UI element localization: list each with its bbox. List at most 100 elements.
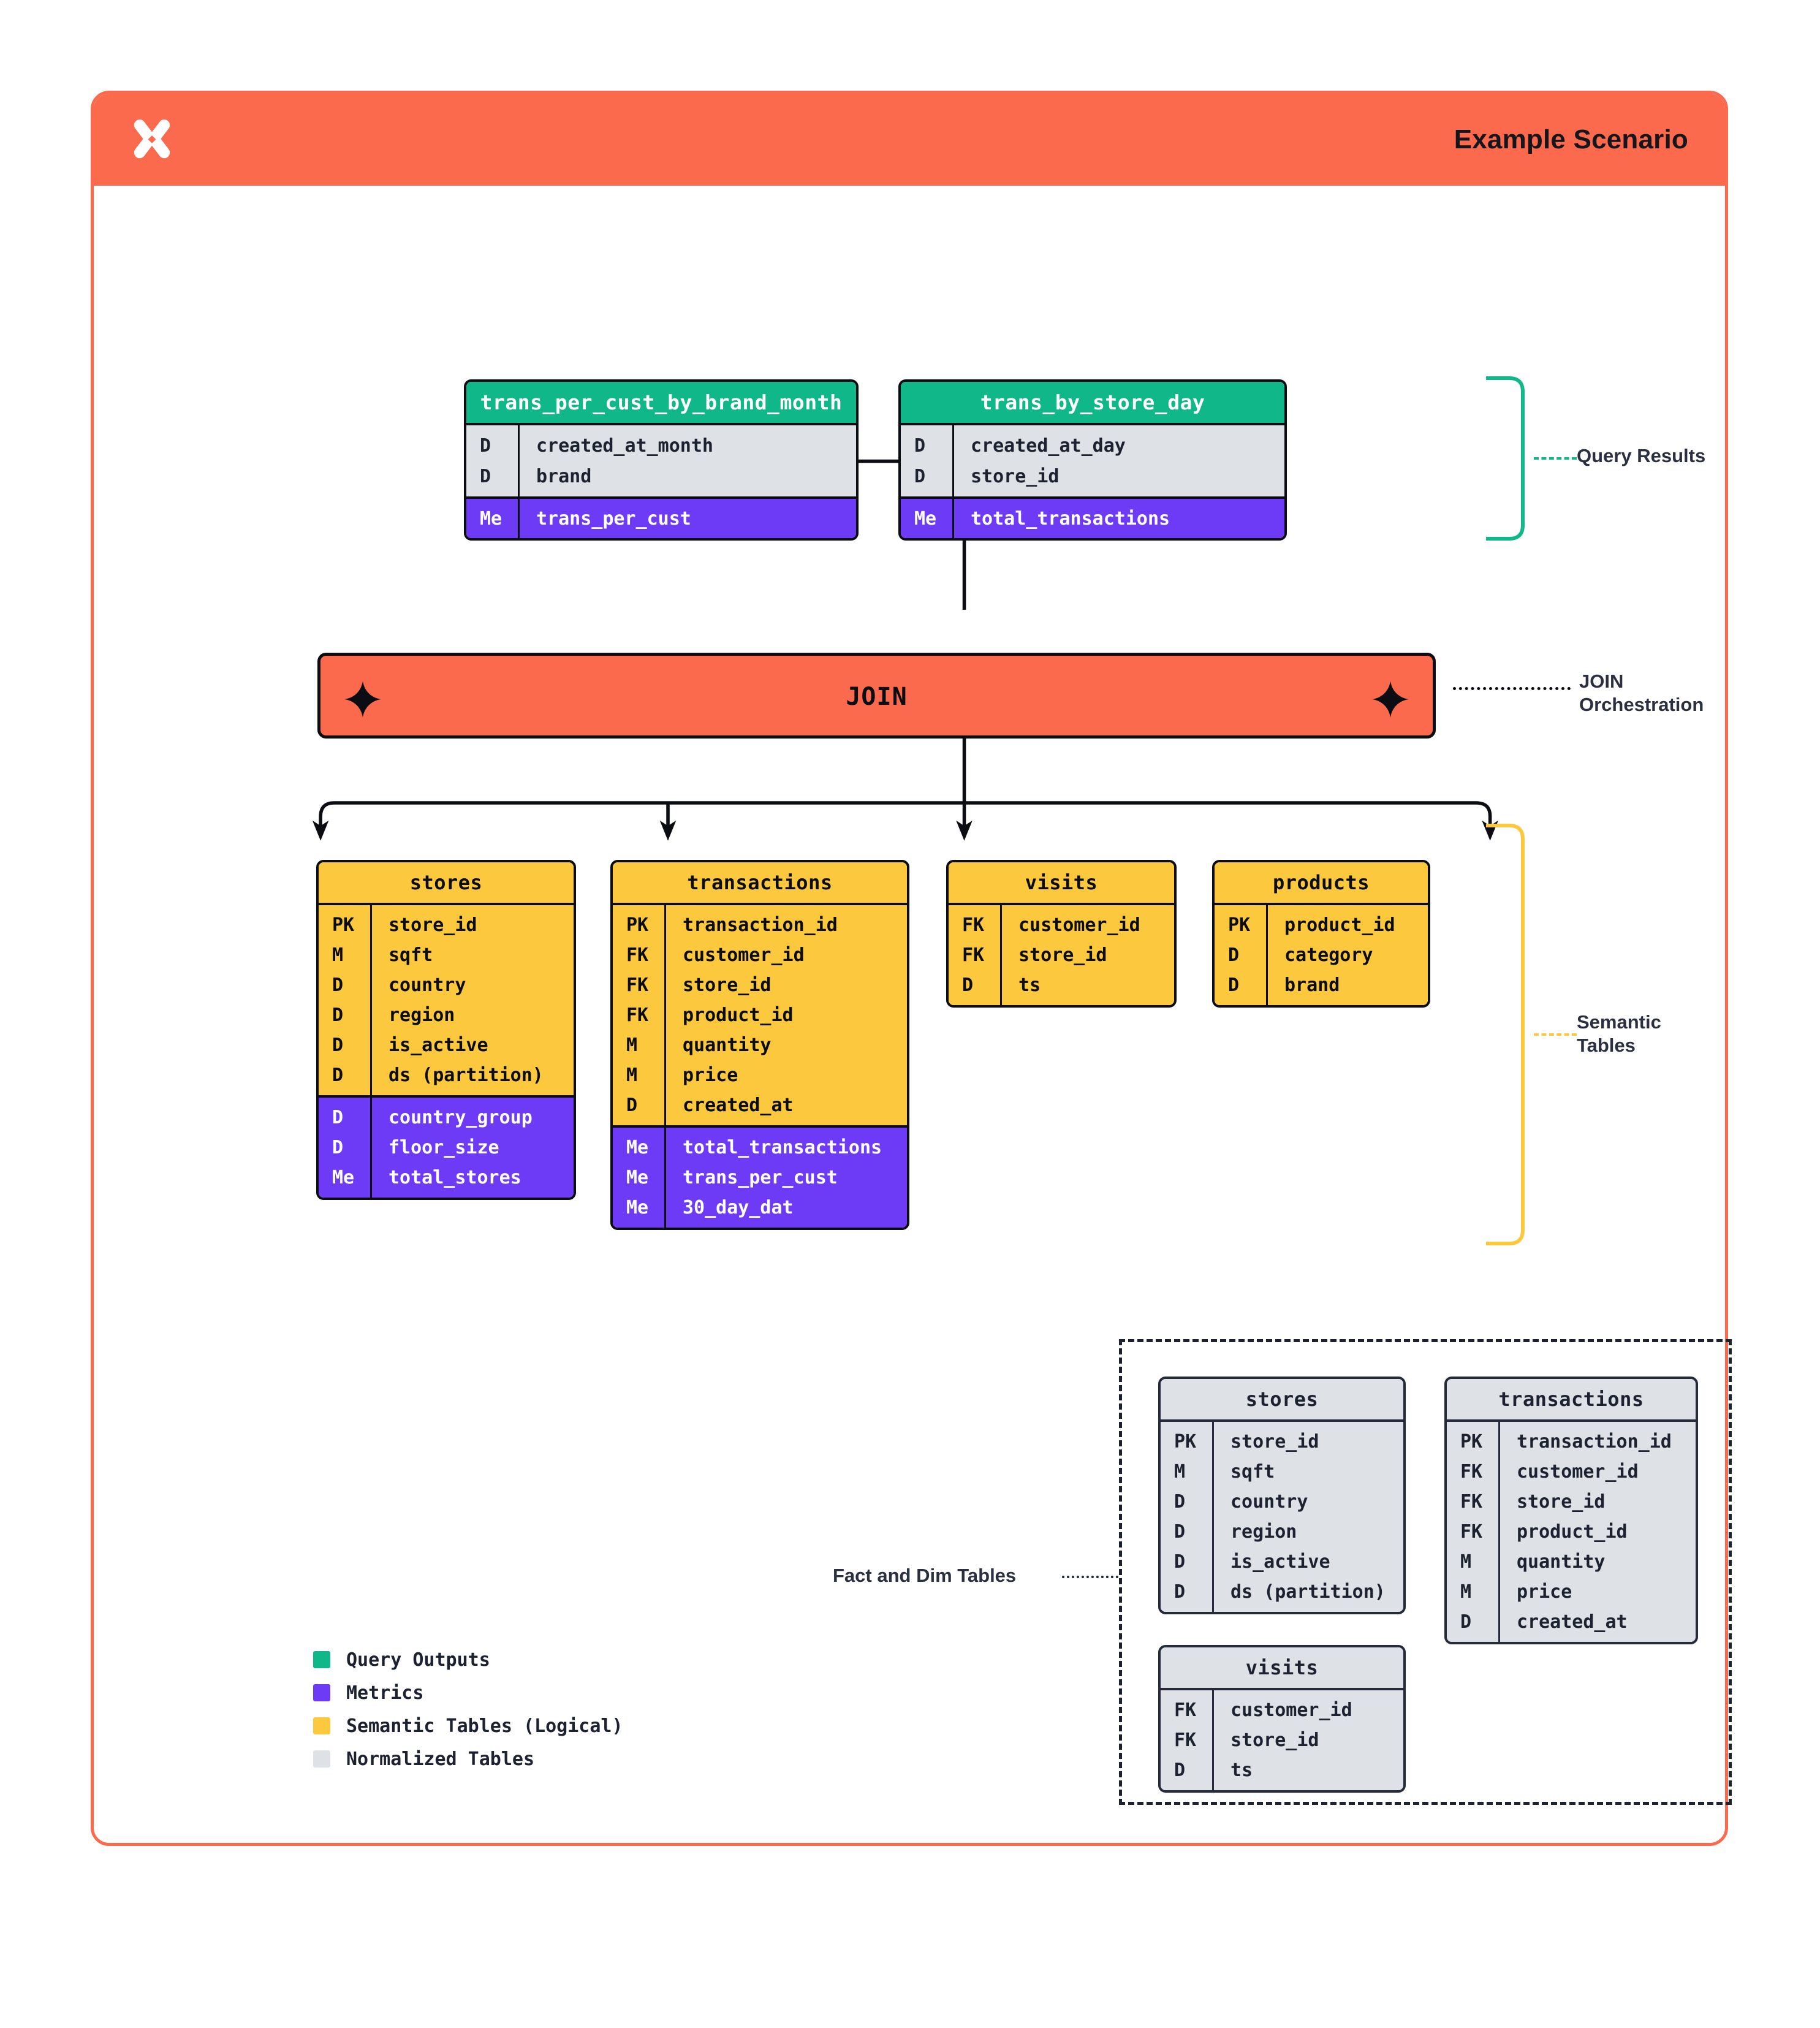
row-value: trans_per_cust [536,507,691,530]
row-value: total_transactions [683,1137,882,1158]
table-title: trans_by_store_day [901,382,1284,423]
join-orchestration-bar[interactable]: JOIN [317,653,1436,739]
row-key: Me [914,507,937,530]
sparkle-icon [1372,681,1409,718]
table-row: D brand [466,461,856,492]
row-value: brand [536,465,592,487]
row-value: customer_id [1018,914,1140,936]
row-value: ds (partition) [389,1065,544,1086]
legend-item: Query Outputs [313,1643,623,1676]
legend-swatch-normalized-tables [313,1750,330,1768]
row-key: M [1460,1551,1472,1573]
legend-item: Metrics [313,1676,623,1709]
metric-rows: Me trans_per_cust [466,496,856,538]
row-value: store_id [1230,1431,1319,1453]
annotation-query-results: Query Results [1577,445,1706,466]
row-key: D [332,1035,344,1056]
row-value: product_id [1517,1521,1628,1543]
row-value: store_id [971,465,1060,487]
card-header: Example Scenario [94,94,1725,186]
table-row: FK customer_id [949,910,1174,940]
row-value: sqft [1230,1461,1275,1483]
row-key: FK [1460,1521,1483,1543]
row-key: D [332,1065,344,1086]
row-value: created_at_month [536,435,713,457]
row-key: FK [626,1005,649,1026]
row-key: D [1228,944,1240,966]
row-key: D [332,974,344,996]
row-value: store_id [1230,1730,1319,1751]
row-key: FK [1460,1491,1483,1513]
legend-item: Normalized Tables [313,1742,623,1775]
row-value: store_id [1517,1491,1606,1513]
row-value: region [1230,1521,1297,1543]
row-value: customer_id [1230,1699,1352,1721]
row-value: region [389,1005,455,1026]
legend: Query Outputs Metrics Semantic Tables (L… [313,1643,623,1775]
legend-label: Metrics [346,1682,424,1704]
row-key: M [1460,1581,1472,1603]
table-row: Me trans_per_cust [466,501,856,536]
query-result-table-trans-by-store-day[interactable]: trans_by_store_day D created_at_day D st… [898,379,1287,541]
annotation-fact-and-dim-tables: Fact and Dim Tables [833,1565,1017,1586]
table-row: D created_at_day [901,430,1284,461]
row-value: ts [1018,974,1041,996]
row-value: created_at [1517,1611,1628,1633]
row-key: Me [626,1167,649,1188]
semantic-tables-connector [1534,1033,1577,1036]
legend-item: Semantic Tables (Logical) [313,1709,623,1742]
row-key: M [1174,1461,1186,1483]
table-title: products [1215,862,1428,903]
row-key: FK [962,914,985,936]
row-key: FK [962,944,985,966]
row-value: country [389,974,466,996]
row-value: customer_id [1517,1461,1639,1483]
sparkle-x-logo-icon [134,120,170,159]
query-results-bracket [1486,376,1525,541]
legend-swatch-metrics [313,1684,330,1701]
table-title: transactions [1447,1379,1696,1419]
table-row: FK store_id [949,940,1174,970]
row-value: created_at_day [971,435,1126,457]
table-row: Me total_transactions [901,501,1284,536]
legend-label: Query Outputs [346,1649,490,1671]
row-key: D [332,1137,344,1158]
row-key: D [1174,1551,1186,1573]
query-result-table-trans-per-cust-by-brand-month[interactable]: trans_per_cust_by_brand_month D created_… [464,379,859,541]
row-value: store_id [1018,944,1107,966]
row-key: M [626,1035,638,1056]
row-value: total_stores [389,1167,521,1188]
row-value: quantity [683,1035,772,1056]
table-title: trans_per_cust_by_brand_month [466,382,856,423]
